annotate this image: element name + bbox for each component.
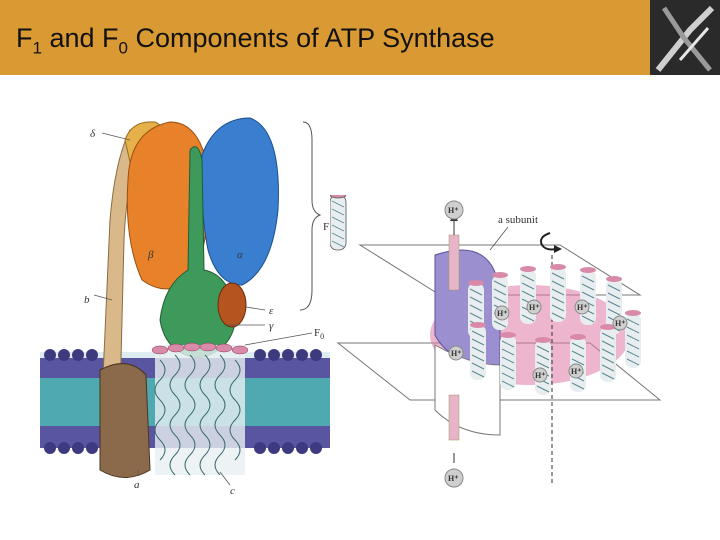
label-a-subunit: a subunit	[498, 214, 538, 226]
f1-bracket	[299, 121, 322, 311]
proton-label: H⁺	[529, 303, 539, 312]
proton-label: H⁺	[497, 309, 507, 318]
proton-label: H⁺	[535, 371, 545, 380]
c-subunit-ring	[151, 342, 249, 476]
proton-label-top: H⁺	[448, 206, 458, 215]
slide-title: F1 and F0 Components of ATP Synthase	[16, 23, 495, 58]
label-f0: F0	[314, 327, 324, 341]
proton-channel-lower	[448, 394, 460, 441]
proton-markers	[444, 200, 628, 488]
label-a: a	[134, 479, 140, 491]
c-subunit-helices	[330, 195, 347, 251]
proton-label: H⁺	[577, 303, 587, 312]
proton-label: H⁺	[451, 349, 461, 358]
title-bar: F1 and F0 Components of ATP Synthase	[0, 0, 720, 75]
label-delta: δ	[90, 128, 96, 140]
upper-membrane-plane	[358, 244, 642, 296]
rotation-arrow-icon	[540, 232, 557, 251]
label-gamma: γ	[269, 320, 274, 332]
proton-label: H⁺	[571, 367, 581, 376]
proton-channel-upper	[448, 234, 460, 291]
label-epsilon: ε	[269, 305, 274, 317]
atp-synthase-structure-diagram: δ β α b ε γ F1 F0 a c	[40, 117, 333, 497]
label-b: b	[84, 294, 90, 306]
stylized-x-logo-icon	[650, 0, 720, 75]
label-c: c	[230, 485, 235, 497]
a-subunit	[99, 363, 151, 478]
proton-label-bottom: H⁺	[448, 474, 458, 483]
proton-pathway-diagram: H⁺ H⁺ H⁺ H⁺ H⁺ H⁺ H⁺ H⁺ H⁺ a subunit	[330, 195, 662, 488]
label-alpha: α	[237, 249, 243, 261]
epsilon-subunit	[217, 282, 247, 328]
alpha-subunit	[201, 117, 279, 286]
proton-label: H⁺	[615, 319, 625, 328]
label-beta: β	[147, 249, 154, 261]
a-subunit-block	[434, 249, 501, 366]
